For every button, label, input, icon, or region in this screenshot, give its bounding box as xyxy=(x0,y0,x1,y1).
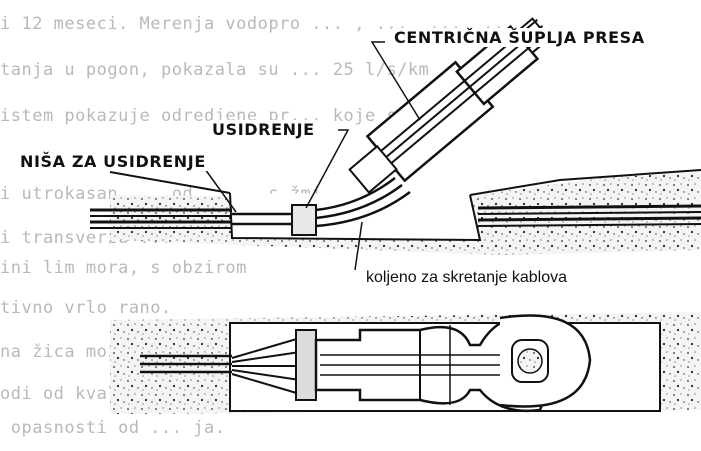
label-usidrenje: USIDRENJE xyxy=(210,120,317,139)
label-nisa-za-usidrenje: NIŠA ZA USIDRENJE xyxy=(18,152,208,171)
anchorage-block xyxy=(291,204,317,236)
label-centricna-supla-presa: CENTRIČNA ŠUPLJA PRESA xyxy=(392,28,647,47)
leader-koljeno xyxy=(354,221,363,271)
leader-usidrenje xyxy=(305,129,350,209)
bg-line-7: tivno vrlo rano. xyxy=(0,298,172,318)
top-surface-line xyxy=(109,171,231,194)
plan-view xyxy=(110,312,701,414)
label-koljeno: koljeno za skretanje kablova xyxy=(362,268,572,288)
bg-line-6: ini lim mora, s obzirom xyxy=(0,258,247,278)
plan-anchor-head xyxy=(295,329,317,401)
bg-line-2: tanja u pogon, pokazala su ... 25 l/s/km xyxy=(0,60,430,80)
plan-cables-left xyxy=(140,354,232,374)
cable-bundle-right xyxy=(477,204,701,227)
cable-bundle-left xyxy=(90,208,232,229)
bg-line-10: opasnosti od ... ja. xyxy=(0,418,226,438)
plan-press-internal-lines xyxy=(320,354,500,376)
plan-cable-fan xyxy=(231,337,301,395)
cable-bend xyxy=(232,177,411,228)
leader-centricna xyxy=(370,41,421,121)
